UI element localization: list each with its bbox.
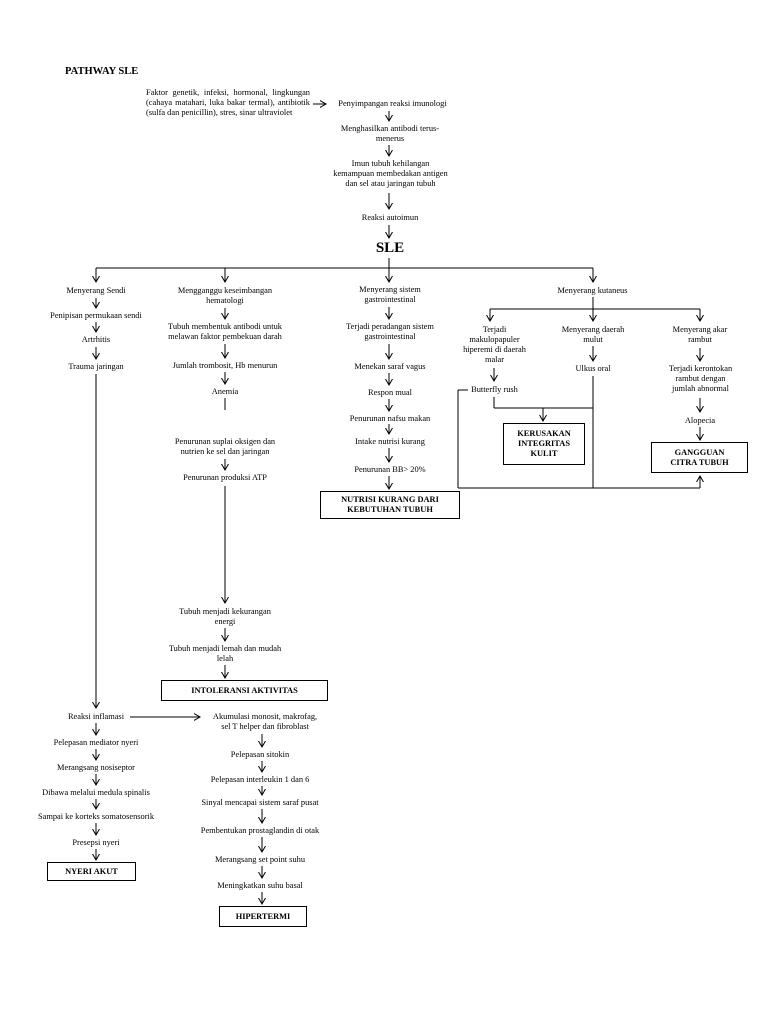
node-monocyte-accumulation: Akumulasi monosit, makrofag, sel T helpe… (212, 712, 318, 731)
node-inflammation: Reaksi inflamasi (67, 712, 125, 721)
node-oxygen-supply: Penurunan suplai oksigen dan nutrien ke … (174, 437, 276, 456)
node-immune-loss: Imun tubuh kehilangan kemampuan membedak… (333, 159, 448, 188)
node-prostaglandin: Pembentukan prostaglandin di otak (200, 826, 320, 835)
node-butterfly-rush: Butterfly rush (471, 385, 518, 394)
node-nociceptor: Merangsang nosiseptor (57, 763, 135, 772)
diagnosis-nutrition-deficit: NUTRISI KURANG DARI KEBUTUHAN TUBUH (320, 491, 460, 519)
node-immunology-deviation: Penyimpangan reaksi imunologi (338, 99, 447, 108)
node-attack-gi: Menyerang sistem gastrointestinal (359, 285, 421, 304)
node-pain-perception: Presepsi nyeri (72, 838, 120, 847)
node-gi-inflammation: Terjadi peradangan sistem gastrointestin… (346, 322, 434, 341)
node-platelet-decrease: Jumlah trombosit, Hb menurun (172, 361, 278, 370)
node-cns-signal: Sinyal mencapai sistem saraf pusat (201, 798, 319, 807)
node-attack-mouth: Menyerang daerah mulut (561, 325, 625, 344)
diagnosis-skin-integrity: KERUSAKAN INTEGRITAS KULIT (503, 423, 585, 465)
node-autoimmune-reaction: Reaksi autoimun (361, 213, 419, 222)
diagnosis-body-image: GANGGUAN CITRA TUBUH (651, 442, 748, 473)
node-energy-lack: Tubuh menjadi kekurangan energi (179, 607, 271, 626)
node-attack-hair-root: Menyerang akar rambut (672, 325, 728, 344)
node-spinal-cord: Dibawa melalui medula spinalis (42, 788, 150, 797)
node-pain-mediator: Pelepasan mediator nyeri (53, 738, 139, 747)
node-vagus-nerve: Menekan saraf vagus (354, 362, 426, 371)
node-set-point: Merangsang set point suhu (214, 855, 306, 864)
node-joint-thinning: Penipisan permukaan sendi (50, 311, 142, 320)
diagnosis-hyperthermia: HIPERTERMI (219, 906, 307, 927)
node-tissue-trauma: Trauma jaringan (68, 362, 124, 371)
node-weak-tired: Tubuh menjadi lemah dan mudah lelah (168, 644, 282, 663)
node-hair-loss: Terjadi kerontokan rambut dengan jumlah … (668, 364, 733, 393)
diagnosis-acute-pain: NYERI AKUT (47, 862, 136, 881)
node-sle: SLE (375, 240, 405, 256)
node-oral-ulcer: Ulkus oral (575, 364, 611, 373)
node-arthritis: Artrhitis (81, 335, 111, 344)
node-atp-decrease: Penurunan produksi ATP (183, 473, 267, 482)
node-attack-joint: Menyerang Sendi (66, 286, 126, 295)
diagnosis-activity-intolerance: INTOLERANSI AKTIVITAS (161, 680, 328, 701)
node-anemia: Anemia (211, 387, 239, 396)
node-weight-loss: Penurunan BB> 20% (354, 465, 426, 474)
node-somatosensory-cortex: Sampai ke korteks somatosensorik (37, 812, 155, 821)
risk-factors-text: Faktor genetik, infeksi, hormonal, lingk… (146, 88, 310, 117)
node-appetite-decrease: Penurunan nafsu makan (349, 414, 431, 423)
node-alopecia: Alopecia (684, 416, 716, 425)
node-nutrition-intake: Intake nutrisi kurang (355, 437, 425, 446)
node-nausea: Respon mual (368, 388, 412, 397)
node-hematology-disturbance: Mengganggu keseimbangan hematologi (177, 286, 273, 305)
node-maculopapular: Terjadi makulopapuler hiperemi di daerah… (463, 325, 526, 364)
node-cytokine-release: Pelepasan sitokin (230, 750, 290, 759)
node-antibody-production: Menghasilkan antibodi terus- menerus (340, 124, 440, 143)
node-interleukin-release: Pelepasan interleukin 1 dan 6 (210, 775, 310, 784)
node-basal-temp: Meningkatkan suhu basal (217, 881, 303, 890)
node-antibody-clotting: Tubuh membentuk antibodi untuk melawan f… (168, 322, 282, 341)
page-title: PATHWAY SLE (65, 66, 139, 77)
node-attack-cutaneous: Menyerang kutaneus (557, 286, 628, 295)
